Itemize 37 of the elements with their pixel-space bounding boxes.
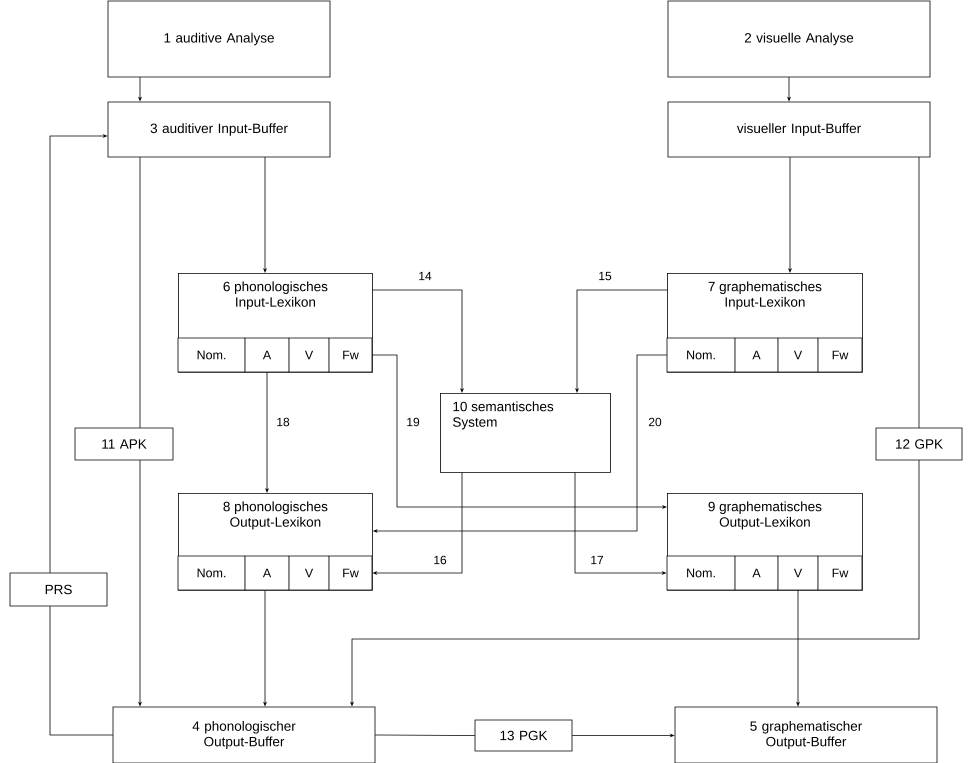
category-cell: Fw bbox=[818, 338, 862, 372]
category-cell: V bbox=[778, 338, 818, 372]
category-cell: Nom. bbox=[666, 338, 736, 372]
connector-line bbox=[50, 606, 113, 736]
process-box: 3 auditiver Input-Buffer bbox=[108, 102, 330, 158]
edge-label: 14 bbox=[417, 270, 433, 282]
connector-line bbox=[918, 157, 920, 428]
edge-label: 17 bbox=[589, 554, 605, 566]
process-box: 5 graphematischer Output-Buffer bbox=[674, 706, 938, 763]
category-cell: A bbox=[734, 338, 778, 372]
process-box: PRS bbox=[10, 572, 108, 606]
process-box: 13 PGK bbox=[474, 720, 572, 752]
process-box: 4 phonologischer Output-Buffer bbox=[112, 706, 376, 763]
category-cell: Nom. bbox=[178, 556, 246, 590]
edge-label: 20 bbox=[647, 416, 663, 428]
category-cell: Fw bbox=[818, 556, 862, 590]
category-cell: V bbox=[778, 556, 818, 590]
category-cell: V bbox=[288, 338, 330, 372]
edge-label: 16 bbox=[432, 554, 448, 566]
edge-label: 18 bbox=[275, 416, 291, 428]
edge-label: 15 bbox=[597, 270, 613, 282]
category-cell: A bbox=[244, 338, 290, 372]
process-box: 10 semantisches System bbox=[440, 393, 611, 473]
category-cell: Fw bbox=[328, 556, 372, 590]
edge-label: 19 bbox=[405, 416, 421, 428]
category-cell: V bbox=[288, 556, 330, 590]
process-box: 1 auditive Analyse bbox=[108, 0, 330, 78]
process-box: 2 visuelle Analyse bbox=[668, 0, 930, 78]
process-box: visueller Input-Buffer bbox=[668, 102, 930, 158]
connector-line bbox=[375, 734, 475, 736]
category-cell: Fw bbox=[328, 338, 372, 372]
category-cell: Nom. bbox=[666, 556, 736, 590]
category-cell: Nom. bbox=[178, 338, 246, 372]
category-cell: A bbox=[244, 556, 290, 590]
process-box: 11 APK bbox=[74, 428, 174, 460]
category-cell: A bbox=[734, 556, 778, 590]
process-box: 12 GPK bbox=[876, 428, 962, 460]
